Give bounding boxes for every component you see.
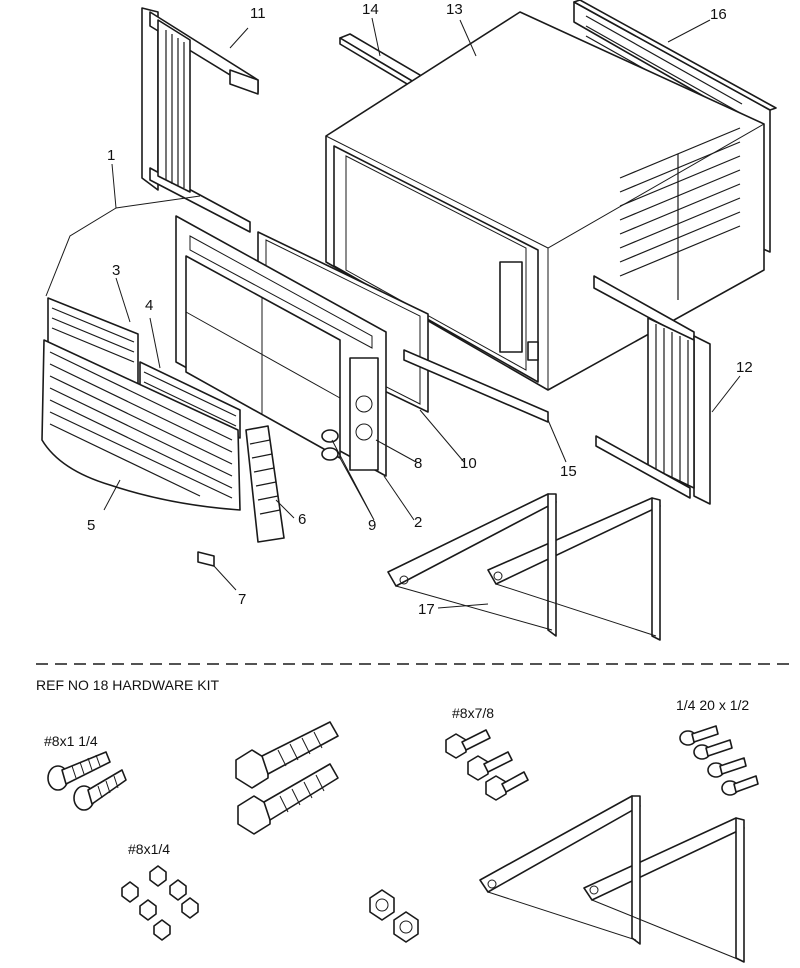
- hardware-kit-heading: REF NO 18 HARDWARE KIT: [36, 677, 220, 693]
- label-1-4-20x1-2: 1/4 20 x 1/2: [676, 697, 749, 713]
- callout-6: 6: [298, 511, 306, 528]
- callout-17: 17: [418, 601, 435, 618]
- callout-3: 3: [112, 262, 120, 279]
- label-8x1-1-4: #8x1 1/4: [44, 733, 98, 749]
- screws-8x1-4: [121, 865, 199, 941]
- callout-13: 13: [446, 1, 463, 18]
- cabinet-part-13: [325, 11, 765, 391]
- label-8x1-4: #8x1/4: [128, 841, 170, 857]
- side-louver-part-6: [245, 425, 285, 543]
- right-side-curtain-part-12: [593, 275, 711, 505]
- callout-5: 5: [87, 517, 95, 534]
- left-side-curtain-part-11: [141, 7, 259, 233]
- callout-2: 2: [414, 514, 422, 531]
- callout-7: 7: [238, 591, 246, 608]
- callout-4: 4: [145, 297, 153, 314]
- callout-14: 14: [362, 1, 379, 18]
- hex-nuts: [369, 889, 419, 943]
- hardware-kit: REF NO 18 HARDWARE KIT #8x1 1/4 #8x7/8 1…: [36, 677, 759, 963]
- hex-bolts: [235, 721, 339, 835]
- callout-10: 10: [460, 455, 477, 472]
- front-grille-part-5: [41, 339, 241, 511]
- callout-16: 16: [710, 6, 727, 23]
- callout-11: 11: [250, 5, 266, 22]
- kit-support-brackets: [479, 795, 745, 963]
- callout-15: 15: [560, 463, 577, 480]
- leader-lines: [45, 17, 741, 609]
- callout-8: 8: [414, 455, 422, 472]
- callout-12: 12: [736, 359, 753, 376]
- screws-8x1-1-4: [47, 751, 127, 811]
- front-frame-part-2: [175, 215, 387, 477]
- label-8x7-8: #8x7/8: [452, 705, 494, 721]
- support-bracket-part-17: [387, 493, 661, 641]
- clip-part-7: [197, 551, 215, 567]
- callout-9: 9: [368, 517, 376, 534]
- callout-numbers: 1 2 3 4 5 6 7 8 9 10 11 12 13 14 15 16 1…: [87, 1, 753, 618]
- bolts-1-4-20x1-2: [679, 725, 759, 796]
- bottom-rail-part-15: [403, 349, 549, 423]
- callout-1: 1: [107, 147, 115, 164]
- knobs-part-9: [321, 429, 339, 461]
- screws-8x7-8: [445, 729, 529, 801]
